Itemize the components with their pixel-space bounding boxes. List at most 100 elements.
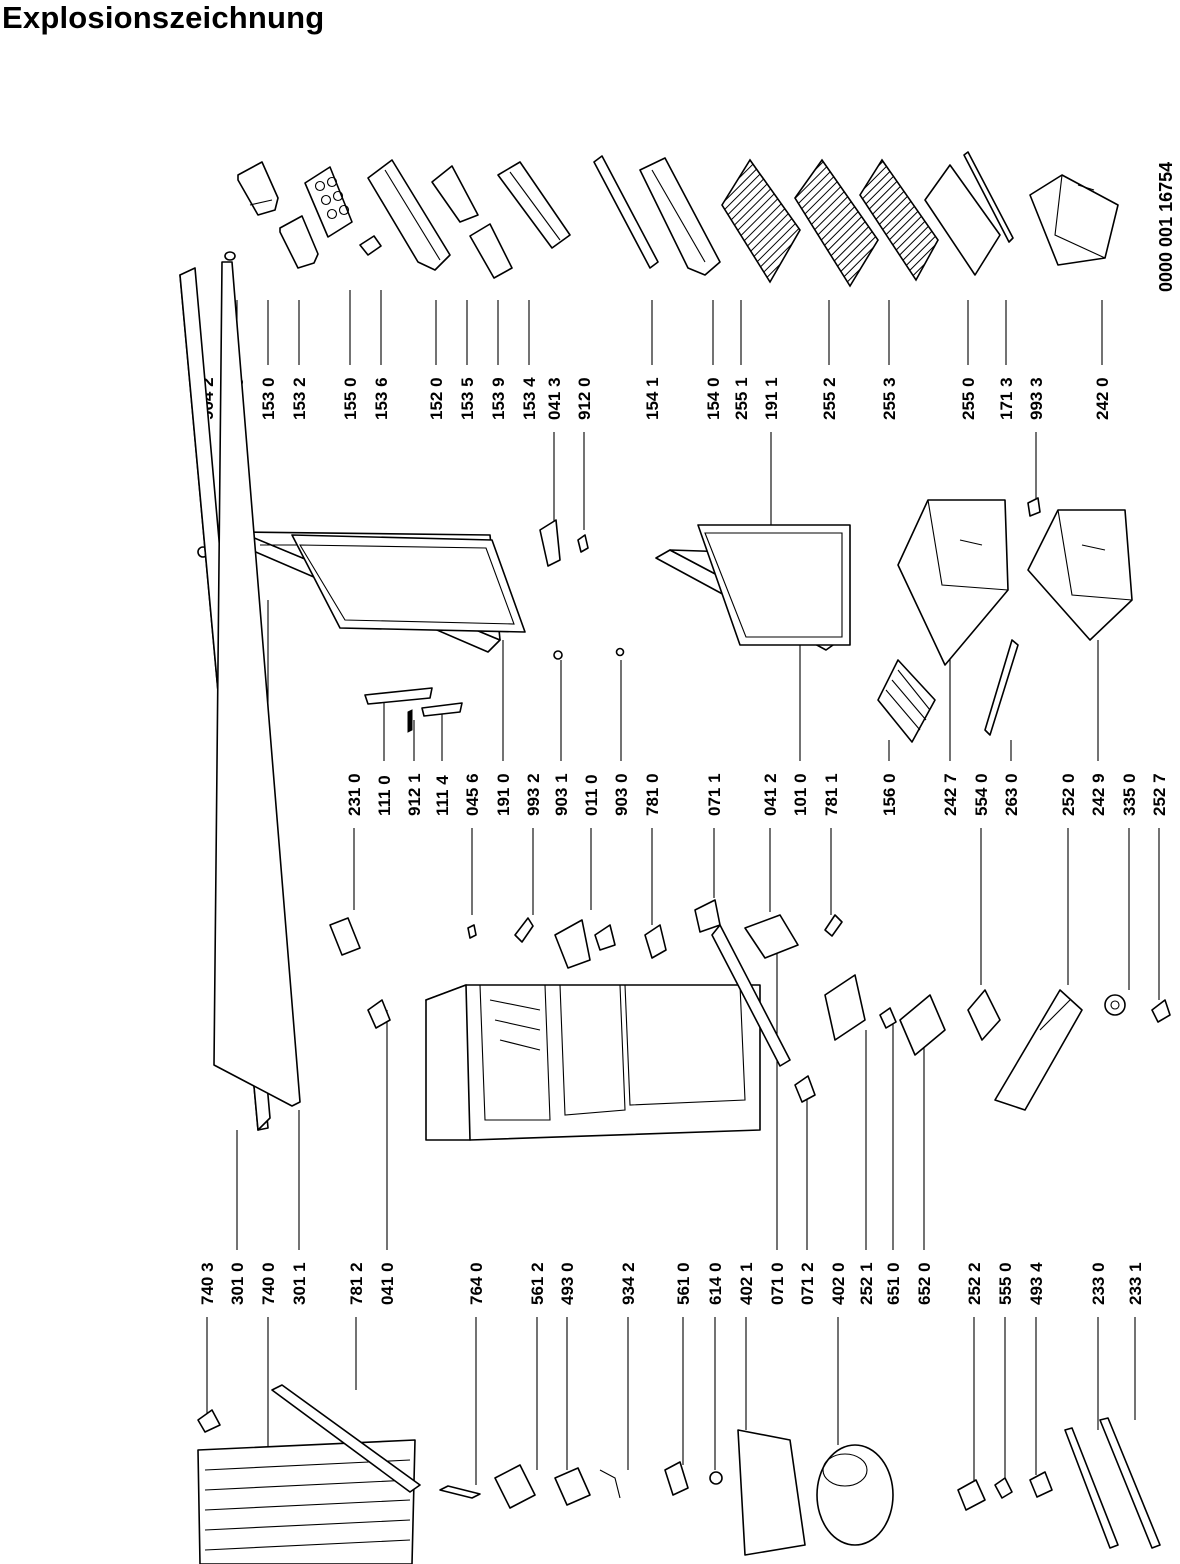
glass-cover — [924, 164, 1001, 276]
part-label: 171 3 — [997, 377, 1016, 420]
part-label: 903 0 — [612, 773, 631, 816]
hinge-041-0 — [367, 999, 391, 1029]
part-label: 740 3 — [198, 1262, 217, 1305]
part-555 — [994, 1477, 1013, 1499]
part-label: 912 0 — [575, 377, 594, 420]
part-label: 993 3 — [1027, 377, 1046, 420]
part-label: 041 2 — [761, 773, 780, 816]
part-label: 153 5 — [458, 377, 477, 420]
screw-912-0 — [577, 534, 589, 553]
part-label: 993 2 — [524, 773, 543, 816]
compressor-tray-402-1 — [737, 1429, 806, 1556]
part-label: 255 0 — [959, 377, 978, 420]
part-label: 071 1 — [705, 773, 724, 816]
front-profile-301-1 — [213, 261, 301, 1107]
leader-lines — [206, 290, 1160, 1485]
door-bin-medium — [497, 161, 571, 249]
crisper-upper — [897, 499, 1009, 666]
part-label: 301 0 — [228, 1262, 247, 1305]
part-label: 402 0 — [829, 1262, 848, 1305]
small-bin-2 — [469, 223, 513, 279]
relay-252-2 — [957, 1479, 986, 1511]
hinge-011-0 — [554, 919, 616, 969]
screw-903-1 — [553, 650, 563, 660]
part-label: 101 0 — [791, 773, 810, 816]
door-bin-large — [367, 159, 451, 271]
knob-740-3 — [197, 1409, 221, 1433]
part-493-4 — [1029, 1471, 1053, 1498]
bottle-rail — [593, 155, 659, 269]
part-label: 153 4 — [520, 377, 539, 420]
part-label: 781 0 — [643, 773, 662, 816]
lamp-socket-651 — [879, 1007, 897, 1029]
part-label: 554 0 — [972, 773, 991, 816]
freezer-drawer — [1029, 174, 1119, 266]
bracket-071-1 — [694, 899, 721, 933]
part-label: 233 1 — [1126, 1262, 1145, 1305]
part-label: 045 6 — [463, 773, 482, 816]
part-label: 335 0 — [1120, 773, 1139, 816]
part-label: 555 0 — [996, 1262, 1015, 1305]
part-label: 781 2 — [347, 1262, 366, 1305]
part-label: 252 7 — [1150, 773, 1169, 816]
part-label: 764 0 — [467, 1262, 486, 1305]
part-label: 153 6 — [372, 377, 391, 420]
foot-781-1 — [824, 914, 843, 937]
knob-252-7 — [1151, 999, 1171, 1023]
small-bin-1 — [431, 165, 479, 223]
part-label: 301 1 — [290, 1262, 309, 1305]
relay-561-2 — [494, 1464, 536, 1509]
capillary-764 — [439, 1485, 481, 1499]
part-label: 255 1 — [732, 377, 751, 420]
clamp-614 — [709, 1471, 723, 1485]
compressor-402 — [816, 1444, 894, 1546]
part-label: 153 2 — [290, 377, 309, 420]
hinge-cover-071-0 — [711, 924, 791, 1067]
part-label: 614 0 — [706, 1262, 725, 1305]
rail-263 — [984, 639, 1019, 736]
foot-781-0 — [644, 924, 667, 959]
bottle-shelf — [639, 157, 721, 276]
door-strip-231 — [364, 687, 433, 705]
part-label: 255 3 — [880, 377, 899, 420]
page-title: Explosionszeichnung — [2, 0, 325, 35]
small-knob — [224, 251, 236, 261]
part-label: 493 4 — [1027, 1262, 1046, 1305]
cover-493-0 — [554, 1467, 591, 1506]
part-label: 781 1 — [822, 773, 841, 816]
part-label: 233 0 — [1089, 1262, 1108, 1305]
switch-652 — [899, 994, 946, 1056]
pipe-233-1 — [1099, 1417, 1161, 1549]
coil-554 — [967, 989, 1001, 1041]
drawer-slider — [1027, 497, 1041, 517]
crisper-lower — [1027, 509, 1133, 641]
protector-561-0 — [664, 1461, 689, 1496]
fridge-gasket — [697, 524, 851, 646]
cabinet — [425, 984, 761, 1141]
part-label: 154 1 — [643, 377, 662, 420]
part-label: 041 3 — [545, 377, 564, 420]
screw-231 — [329, 917, 361, 956]
part-label: 561 0 — [674, 1262, 693, 1305]
part-label: 156 0 — [880, 773, 899, 816]
part-label: 242 0 — [1093, 377, 1112, 420]
condenser-coil — [197, 1439, 416, 1564]
screw-903-0 — [615, 647, 625, 657]
part-label: 071 0 — [768, 1262, 787, 1305]
strip-111-4 — [421, 702, 463, 717]
knob-335 — [1104, 994, 1126, 1016]
part-label: 111 0 — [375, 775, 394, 816]
part-label: 252 2 — [965, 1262, 984, 1305]
part-label: 252 1 — [857, 1262, 876, 1305]
part-label: 154 0 — [704, 377, 723, 420]
part-label: 155 0 — [341, 377, 360, 420]
part-label: 153 0 — [259, 377, 278, 420]
bracket-781-2 — [271, 1384, 421, 1493]
part-label: 263 0 — [1002, 773, 1021, 816]
part-label: 561 2 — [528, 1262, 547, 1305]
part-label: 153 9 — [489, 377, 508, 420]
part-label: 651 0 — [884, 1262, 903, 1305]
part-label: 152 0 — [427, 377, 446, 420]
